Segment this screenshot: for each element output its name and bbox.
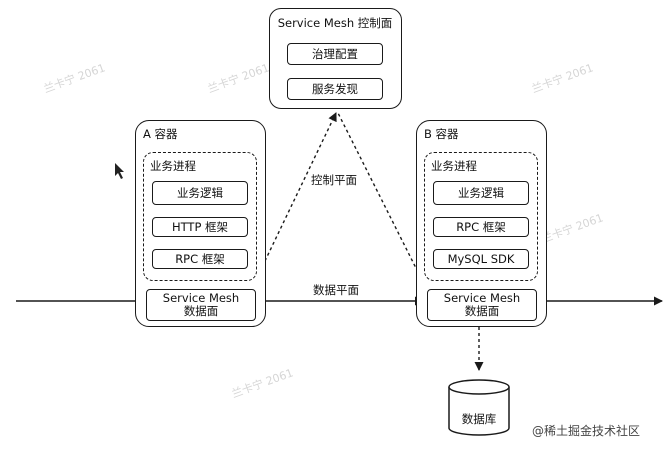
sidecar-b-line-1: Service Mesh	[443, 291, 521, 305]
sidecar-a-line-2: 数据面	[183, 304, 219, 318]
sidecar-a-line-1: Service Mesh	[162, 291, 240, 305]
governance-config-node: 治理配置	[287, 43, 383, 65]
control-plane-label: 控制平面	[311, 173, 357, 187]
rpc-framework-b-node: RPC 框架	[433, 217, 529, 237]
business-process-a-title: 业务进程	[150, 159, 196, 173]
container-a-title: A 容器	[143, 127, 178, 141]
business-logic-b-node: 业务逻辑	[433, 181, 529, 205]
mysql-sdk-b-node: MySQL SDK	[433, 249, 529, 269]
control-plane-link-a	[251, 112, 337, 289]
service-discovery-node: 服务发现	[287, 78, 383, 100]
container-b-title: B 容器	[424, 127, 459, 141]
cursor-icon	[115, 163, 124, 179]
container-a-box: A 容器 业务进程 业务逻辑 HTTP 框架 RPC 框架 Service Me…	[135, 120, 266, 327]
sidecar-b-node: Service Mesh 数据面	[427, 289, 537, 321]
rpc-framework-a-node: RPC 框架	[152, 249, 248, 269]
sidecar-a-node: Service Mesh 数据面	[146, 289, 256, 321]
business-process-b: 业务进程 业务逻辑 RPC 框架 MySQL SDK	[424, 152, 538, 281]
sidecar-b-line-2: 数据面	[464, 304, 500, 318]
database-label: 数据库	[461, 412, 497, 426]
business-process-b-title: 业务进程	[431, 159, 477, 173]
footer-watermark: @稀土掘金技术社区	[532, 424, 641, 438]
database-icon	[448, 379, 510, 436]
http-framework-a-node: HTTP 框架	[152, 217, 248, 237]
business-process-a: 业务进程 业务逻辑 HTTP 框架 RPC 框架	[143, 152, 257, 281]
control-plane-link-b	[337, 112, 427, 289]
data-plane-label: 数据平面	[313, 283, 359, 297]
business-logic-a-node: 业务逻辑	[152, 181, 248, 205]
container-b-box: B 容器 业务进程 业务逻辑 RPC 框架 MySQL SDK Service …	[416, 120, 547, 327]
control-plane-box: Service Mesh 控制面 治理配置 服务发现	[269, 8, 402, 109]
control-plane-title: Service Mesh 控制面	[277, 16, 393, 30]
